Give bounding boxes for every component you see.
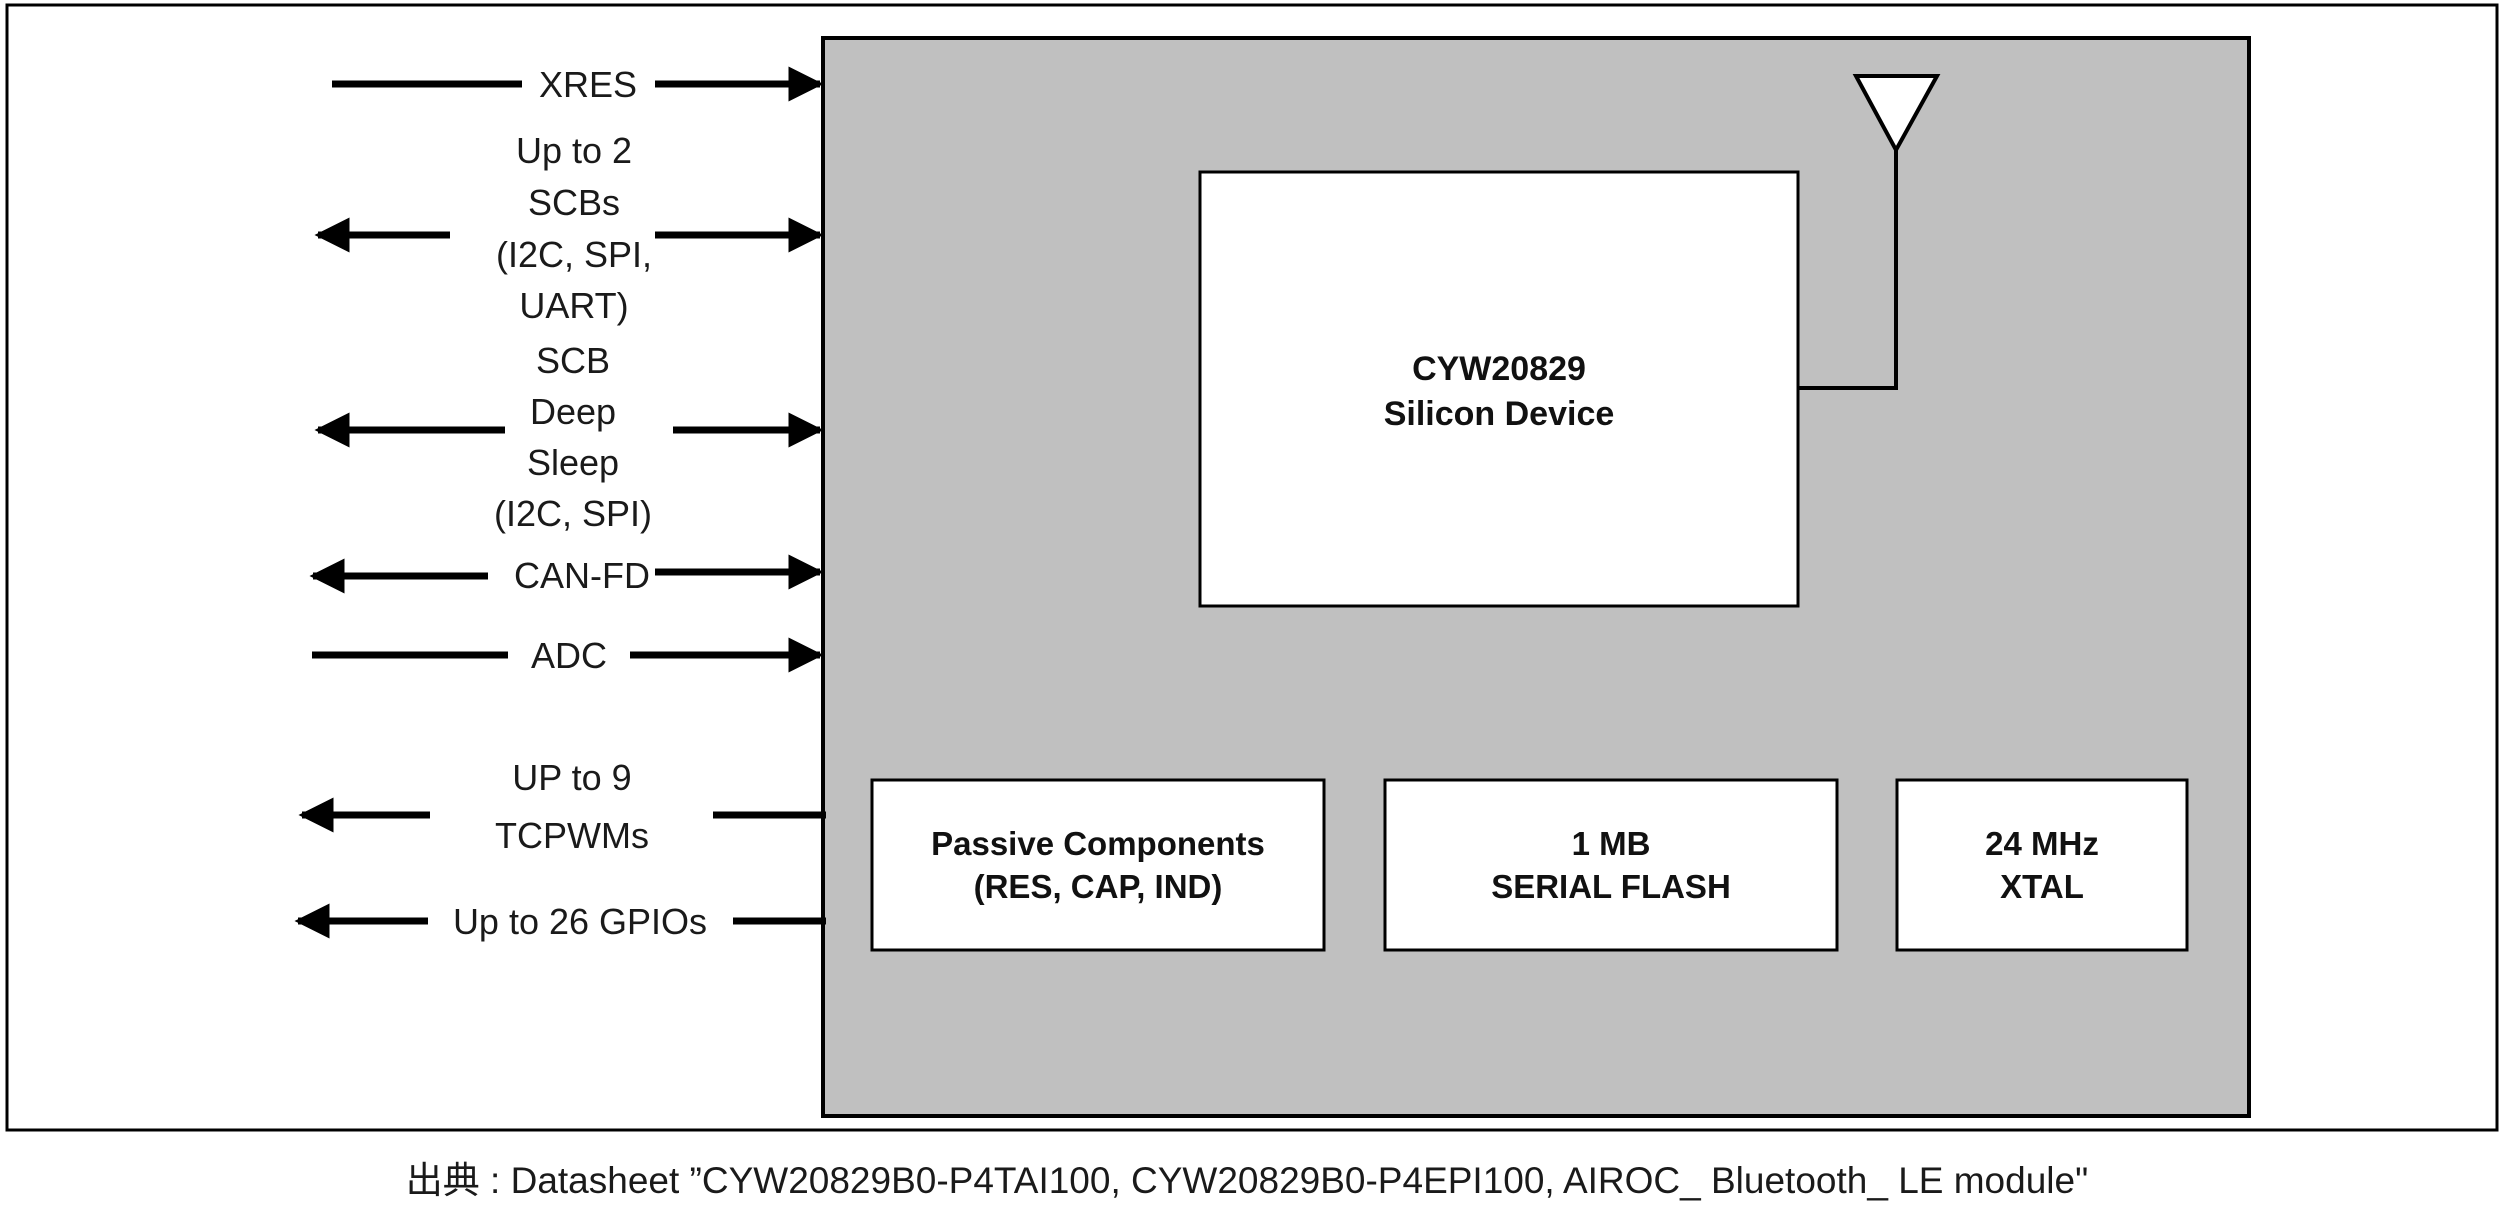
label-adc: ADC bbox=[531, 635, 607, 676]
label-scbs-line4: UART) bbox=[519, 285, 628, 326]
label-scb-deep-sleep-line1: SCB bbox=[536, 340, 610, 381]
chip-block: CYW20829 Silicon Device bbox=[1198, 170, 1800, 608]
label-scbs-line1: Up to 2 bbox=[516, 130, 632, 171]
passive-components-line2: (RES, CAP, IND) bbox=[974, 868, 1223, 905]
signal-adc: ADC bbox=[312, 635, 824, 676]
label-tcpwms-line1: UP to 9 bbox=[512, 757, 631, 798]
signal-xres: XRES bbox=[332, 64, 824, 105]
signal-scbs: Up to 2 SCBs (I2C, SPI, UART) bbox=[314, 130, 824, 326]
label-scbs-line3: (I2C, SPI, bbox=[496, 234, 652, 275]
label-scb-deep-sleep-line3: Sleep bbox=[527, 442, 619, 483]
label-can-fd: CAN-FD bbox=[514, 555, 650, 596]
source-caption: 出典 : Datasheet ”CYW20829B0-P4TAI100, CYW… bbox=[406, 1160, 2088, 1201]
antenna-icon bbox=[1798, 74, 1941, 390]
serial-flash-block: 1 MB SERIAL FLASH bbox=[1383, 778, 1839, 952]
signal-can-fd: CAN-FD bbox=[309, 554, 824, 596]
signal-tcpwms: UP to 9 TCPWMs bbox=[298, 757, 826, 856]
label-scb-deep-sleep-line2: Deep bbox=[530, 391, 616, 432]
label-tcpwms-line2: TCPWMs bbox=[495, 815, 649, 856]
xtal-block: 24 MHz XTAL bbox=[1895, 778, 2189, 952]
label-xres: XRES bbox=[539, 64, 637, 105]
chip-label-line2: Silicon Device bbox=[1384, 395, 1615, 433]
passive-components-line1: Passive Components bbox=[931, 825, 1265, 862]
chip-label-line1: CYW20829 bbox=[1412, 350, 1586, 388]
xtal-line1: 24 MHz bbox=[1985, 825, 2099, 862]
serial-flash-line2: SERIAL FLASH bbox=[1491, 868, 1731, 905]
label-scbs-line2: SCBs bbox=[528, 182, 620, 223]
serial-flash-line1: 1 MB bbox=[1572, 825, 1651, 862]
signal-gpios: Up to 26 GPIOs bbox=[294, 901, 826, 942]
label-scb-deep-sleep-line4: (I2C, SPI) bbox=[494, 493, 652, 534]
label-gpios: Up to 26 GPIOs bbox=[453, 901, 707, 942]
signal-scb-deep-sleep: SCB Deep Sleep (I2C, SPI) bbox=[314, 340, 824, 534]
xtal-line2: XTAL bbox=[2000, 868, 2084, 905]
passive-components-block: Passive Components (RES, CAP, IND) bbox=[870, 778, 1326, 952]
